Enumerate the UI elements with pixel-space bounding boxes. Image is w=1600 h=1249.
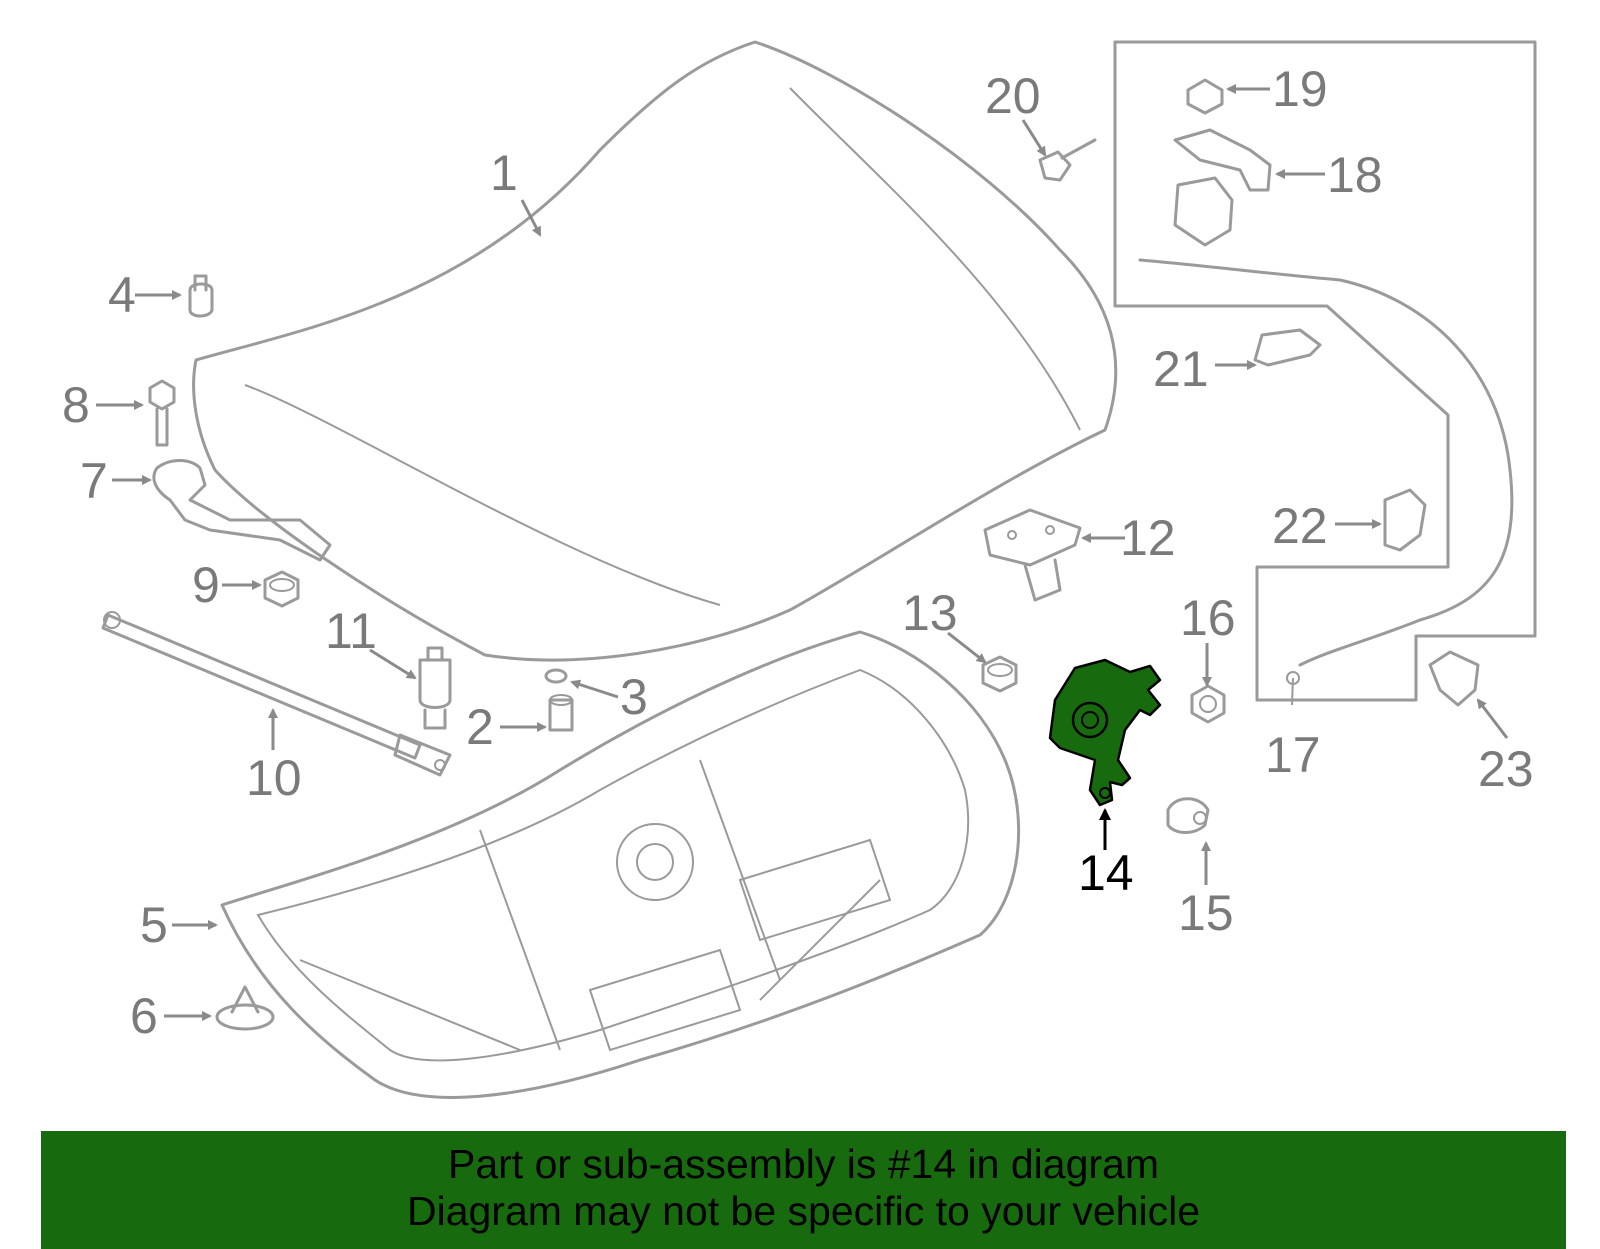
- callout-20: 20: [985, 68, 1041, 124]
- cable-17: [1138, 258, 1514, 706]
- lock-striker-12: [983, 508, 1082, 602]
- callout-12: 12: [1120, 510, 1176, 566]
- nut-9: [263, 570, 300, 608]
- hood-insulator-part: [220, 630, 1021, 1099]
- callout-8: 8: [62, 377, 90, 433]
- hinge-7: [152, 459, 332, 562]
- callout-15: 15: [1178, 885, 1234, 941]
- handle-18: [1173, 128, 1272, 247]
- clip-15: [1166, 797, 1210, 834]
- callout-5: 5: [140, 897, 168, 953]
- callout-22: 22: [1272, 498, 1328, 554]
- callout-18: 18: [1327, 147, 1383, 203]
- clip-4: [188, 274, 214, 318]
- info-banner: Part or sub-assembly is #14 in diagram D…: [41, 1131, 1566, 1249]
- nut-19: [1186, 78, 1224, 115]
- callout-10: 10: [246, 750, 302, 806]
- clip-22: [1383, 488, 1427, 552]
- hood-part: [192, 40, 1118, 662]
- nut-16: [1190, 684, 1226, 724]
- leader-20: [1021, 119, 1047, 157]
- ring-3: [544, 668, 568, 684]
- clip-21: [1253, 328, 1322, 367]
- banner-line-1: Part or sub-assembly is #14 in diagram: [448, 1141, 1159, 1187]
- callout-1: 1: [490, 145, 518, 201]
- callout-21: 21: [1153, 341, 1209, 397]
- support-rod-part: [101, 611, 452, 777]
- callout-3: 3: [620, 669, 648, 725]
- leader-1: [520, 199, 542, 237]
- callout-4: 4: [108, 267, 136, 323]
- leader-13: [947, 631, 987, 664]
- callout-2: 2: [466, 699, 494, 755]
- hood-latch-part-14: [1048, 658, 1162, 807]
- callout-16: 16: [1180, 590, 1236, 646]
- callout-9: 9: [192, 557, 220, 613]
- callout-23: 23: [1478, 741, 1534, 797]
- callout-17: 17: [1265, 727, 1321, 783]
- callout-11: 11: [325, 603, 377, 659]
- callout-14: 14: [1078, 845, 1134, 901]
- grommet-2: [548, 694, 574, 732]
- banner-line-2: Diagram may not be specific to your vehi…: [406, 1188, 1200, 1234]
- bumper-11: [418, 646, 452, 730]
- callout-19: 19: [1272, 61, 1328, 117]
- clip-6: [215, 985, 275, 1031]
- bolt-8: [148, 379, 176, 447]
- clip-23: [1428, 650, 1480, 707]
- nut-13: [981, 655, 1018, 693]
- leader-23: [1476, 698, 1509, 739]
- callout-6: 6: [130, 988, 158, 1044]
- inset-box: [1113, 40, 1537, 702]
- callout-13: 13: [902, 585, 958, 641]
- leader-11: [369, 648, 417, 680]
- bolt-20: [1038, 138, 1097, 182]
- callout-7: 7: [80, 453, 108, 509]
- leader-3: [570, 679, 619, 699]
